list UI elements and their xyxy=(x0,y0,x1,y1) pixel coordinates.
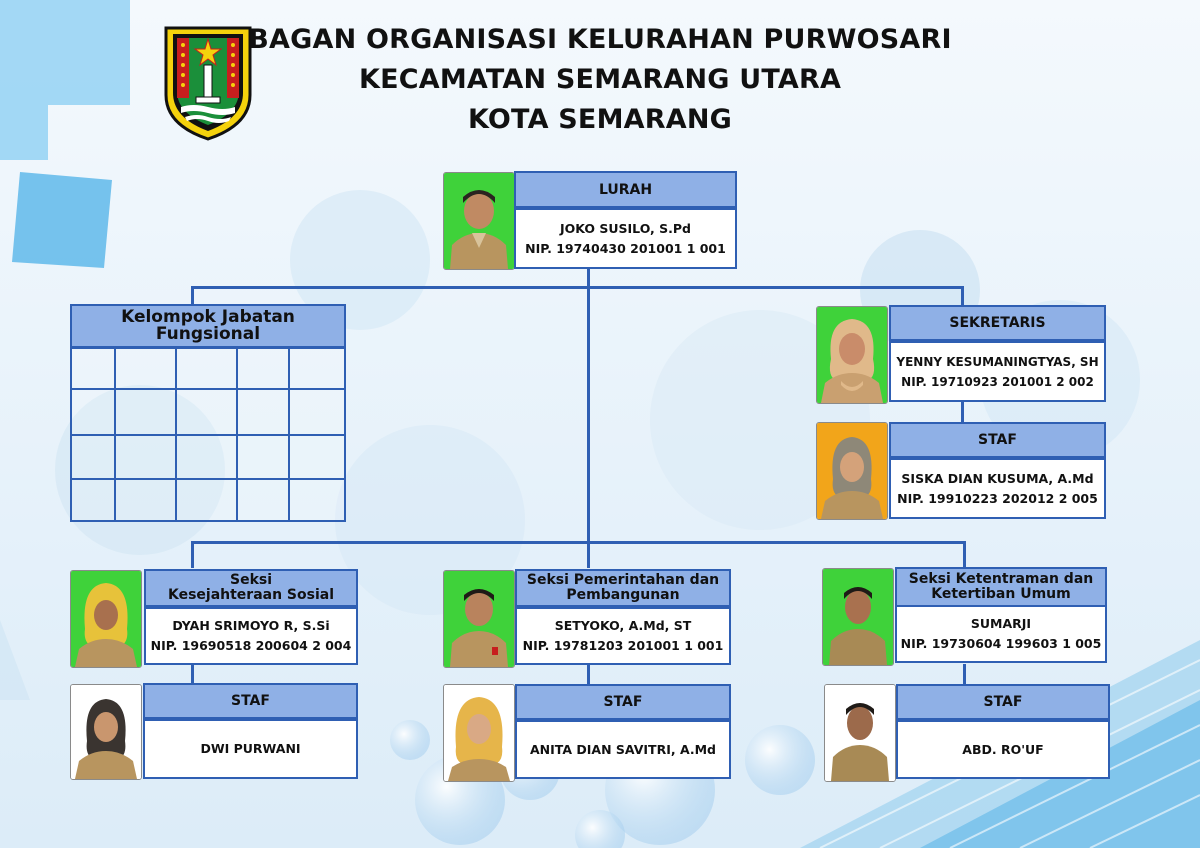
connector-to-fungsional xyxy=(191,286,194,306)
lurah-position-label: LURAH xyxy=(598,181,653,198)
grid-divider xyxy=(72,478,344,480)
lurah-name: JOKO SUSILO, S.Pd xyxy=(559,220,692,236)
kesos-staf-photo xyxy=(70,684,142,780)
trantib-staf-name: ABD. RO'UF xyxy=(962,741,1044,757)
chart-title-line-2: KECAMATAN SEMARANG UTARA xyxy=(358,64,842,95)
sekretaris-name: YENNY KESUMANINGTYAS, SH xyxy=(896,354,1099,369)
pemerintahan-staf-info-box: ANITA DIAN SAVITRI, A.Md xyxy=(515,720,731,779)
trantib-info-box: SUMARJI NIP. 19730604 199603 1 005 xyxy=(895,605,1107,663)
sekretaris-info-box: YENNY KESUMANINGTYAS, SH NIP. 19710923 2… xyxy=(889,341,1106,402)
connector-bottom-horizontal xyxy=(191,541,966,544)
fungsional-header: Kelompok Jabatan Fungsional xyxy=(70,304,346,348)
kesos-info-box: DYAH SRIMOYO R, S.Si NIP. 19690518 20060… xyxy=(144,607,358,665)
sekretaris-staf-position-header: STAF xyxy=(889,422,1106,458)
pemerintahan-position-line-1: Seksi Pemerintahan dan xyxy=(526,572,720,588)
sekretaris-position-label: SEKRETARIS xyxy=(949,315,1046,331)
connector-trantib-staf xyxy=(963,664,966,684)
kesos-position-line-1: Seksi xyxy=(229,572,273,588)
lurah-nip: NIP. 19740430 201001 1 001 xyxy=(525,240,726,256)
kesos-staf-info-box: DWI PURWANI xyxy=(143,719,358,779)
trantib-nip: NIP. 19730604 199603 1 005 xyxy=(900,636,1102,651)
pemerintahan-staf-name: ANITA DIAN SAVITRI, A.Md xyxy=(530,741,716,757)
fungsional-label-line-1: Kelompok Jabatan xyxy=(121,307,295,327)
sekretaris-staf-photo xyxy=(816,422,888,520)
kesos-staf-position-label: STAF xyxy=(231,693,270,709)
pemerintahan-info-box: SETYOKO, A.Md, ST NIP. 19781203 201001 1… xyxy=(515,607,731,665)
sekretaris-position-header: SEKRETARIS xyxy=(889,305,1106,341)
pemerintahan-position-line-2: Pembangunan xyxy=(566,587,680,603)
connector-lurah-down xyxy=(587,268,590,543)
sekretaris-photo xyxy=(816,306,888,404)
lurah-position-header: LURAH xyxy=(514,171,737,208)
connector-top-horizontal xyxy=(191,286,963,289)
city-emblem-logo xyxy=(164,26,252,141)
fungsional-grid xyxy=(70,347,346,522)
connector-pemerintahan-staf xyxy=(587,664,590,684)
sekretaris-staf-info-box: SISKA DIAN KUSUMA, A.Md NIP. 19910223 20… xyxy=(889,458,1106,519)
chart-title-line-1: BAGAN ORGANISASI KELURAHAN PURWOSARI xyxy=(248,24,952,55)
connector-kesos-staf xyxy=(191,664,194,684)
pemerintahan-staf-position-header: STAF xyxy=(515,684,731,720)
sekretaris-staf-position-label: STAF xyxy=(978,432,1017,448)
kesos-position-line-2: Kesejahteraan Sosial xyxy=(167,587,335,603)
pemerintahan-nip: NIP. 19781203 201001 1 001 xyxy=(522,638,724,653)
trantib-staf-position-label: STAF xyxy=(983,694,1023,710)
pemerintahan-photo xyxy=(443,570,515,668)
trantib-photo xyxy=(822,568,894,666)
pemerintahan-name: SETYOKO, A.Md, ST xyxy=(554,618,692,633)
pemerintahan-staf-photo xyxy=(443,684,515,782)
grid-divider xyxy=(72,434,344,436)
pemerintahan-staf-position-label: STAF xyxy=(603,694,643,710)
trantib-position-header: Seksi Ketentraman dan Ketertiban Umum xyxy=(895,567,1107,607)
pemerintahan-position-header: Seksi Pemerintahan dan Pembangunan xyxy=(515,569,731,607)
kesos-name: DYAH SRIMOYO R, S.Si xyxy=(172,618,330,633)
kesos-staf-position-header: STAF xyxy=(143,683,358,719)
chart-title-line-3: KOTA SEMARANG xyxy=(468,104,732,135)
trantib-staf-photo xyxy=(824,684,896,782)
kesos-photo xyxy=(70,570,142,668)
sekretaris-nip: NIP. 19710923 201001 2 002 xyxy=(901,374,1094,389)
sekretaris-staf-name: SISKA DIAN KUSUMA, A.Md xyxy=(901,470,1094,486)
trantib-name: SUMARJI xyxy=(970,616,1032,631)
trantib-staf-position-header: STAF xyxy=(896,684,1110,720)
lurah-photo xyxy=(443,172,515,270)
connector-to-pemerintahan xyxy=(587,541,590,568)
kesos-position-header: Seksi Kesejahteraan Sosial xyxy=(144,569,358,607)
connector-sekretaris-staf xyxy=(961,400,964,424)
connector-to-sekretaris xyxy=(961,286,964,306)
sekretaris-staf-nip: NIP. 19910223 202012 2 005 xyxy=(897,490,1098,506)
connector-to-kesos xyxy=(191,541,194,568)
kesos-staf-name: DWI PURWANI xyxy=(200,741,301,756)
lurah-info-box: JOKO SUSILO, S.Pd NIP. 19740430 201001 1… xyxy=(514,208,737,269)
fungsional-label-line-2: Fungsional xyxy=(155,324,261,344)
connector-to-trantib xyxy=(963,541,966,568)
trantib-position-line-2: Ketertiban Umum xyxy=(931,586,1071,602)
trantib-staf-info-box: ABD. RO'UF xyxy=(896,720,1110,779)
kesos-nip: NIP. 19690518 200604 2 004 xyxy=(150,638,352,653)
grid-divider xyxy=(72,388,344,390)
trantib-position-line-1: Seksi Ketentraman dan xyxy=(908,571,1094,587)
